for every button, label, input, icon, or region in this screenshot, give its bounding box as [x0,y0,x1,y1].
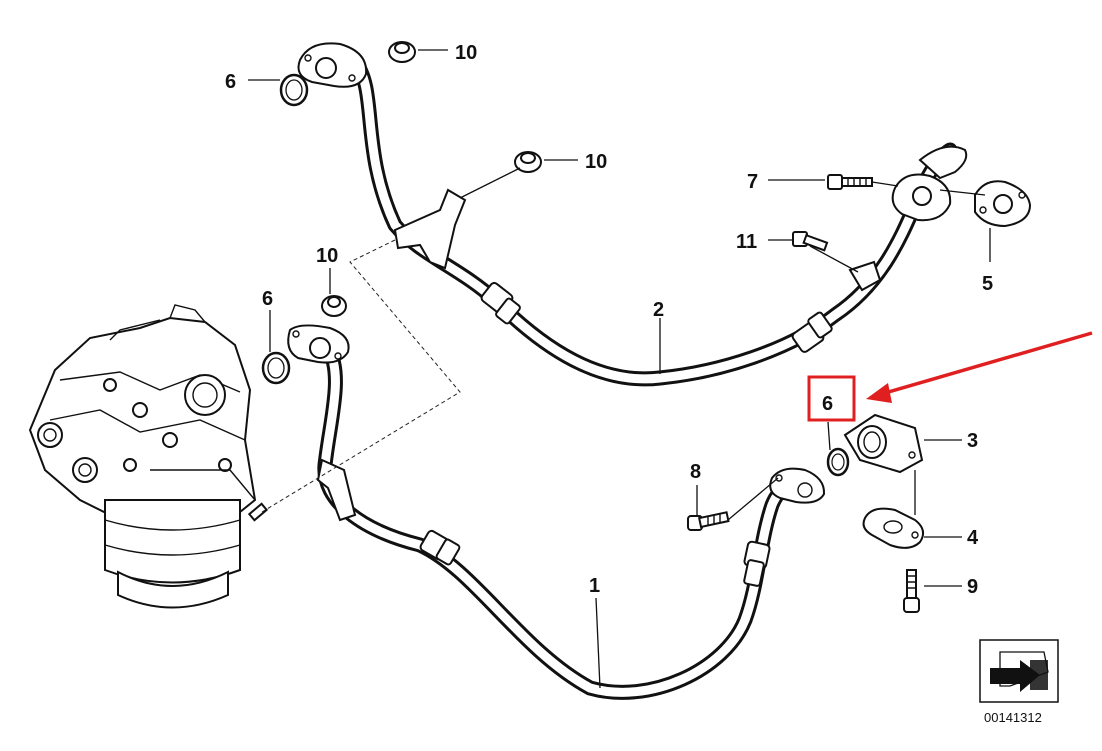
callout-6-highlighted: 6 [822,393,833,415]
oil-pipe-2 [297,42,968,387]
highlight-box [807,375,856,422]
highlight-annotation [807,331,1093,422]
highlight-arrow-head [866,383,892,403]
flange-3 [843,413,924,474]
gasket-4 [862,507,925,549]
gasket-5 [974,180,1032,228]
bolt-8 [687,511,730,531]
oil-pipe-1 [287,324,826,700]
callout-1: 1 [589,575,600,597]
callout-8: 8 [690,461,701,483]
callout-7: 7 [747,171,758,193]
callout-4: 4 [967,527,979,549]
catalog-arrow-icon [990,651,1049,692]
bolt-7 [827,174,873,190]
engine-block-illustration [28,304,269,609]
callout-10-upper-mid: 10 [585,151,607,173]
callout-9: 9 [967,576,978,598]
bolt-11 [792,231,829,252]
bolt-9 [903,569,920,613]
callout-numbers: 6 10 10 7 11 5 10 6 2 6 3 8 4 9 1 [225,42,993,598]
o-ring-mid-left [261,351,291,385]
callout-11: 11 [736,231,757,253]
assembly-dashed-lines [261,239,461,513]
callout-3: 3 [967,430,978,452]
callout-2: 2 [653,299,664,321]
callout-5: 5 [982,273,993,295]
o-ring-highlighted [826,447,850,477]
callout-6-top-left: 6 [225,71,236,93]
leader-lines [248,49,991,689]
callout-10-top: 10 [455,42,477,64]
grommet-upper-mid [514,151,542,173]
catalog-reference: 00141312 [979,639,1059,725]
grommet-top [388,41,416,63]
grommet-mid-left [321,295,347,317]
o-ring-top-left [279,73,309,107]
callout-10-mid-left: 10 [316,245,338,267]
catalog-number: 00141312 [984,710,1042,725]
callout-6-mid-left: 6 [262,288,273,310]
highlight-arrow-line [884,331,1093,395]
